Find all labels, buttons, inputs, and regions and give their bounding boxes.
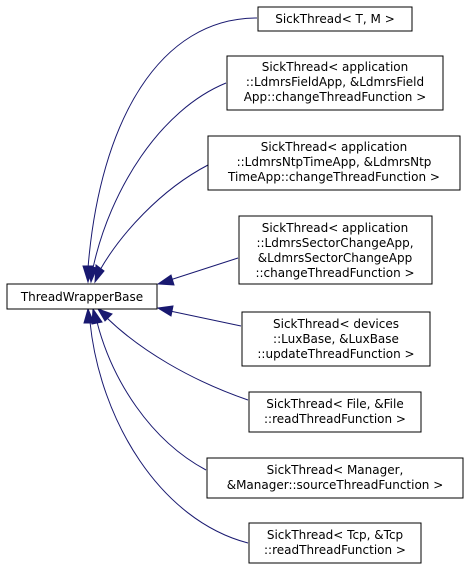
node-sickthread-lux-base[interactable]: SickThread< devices ::LuxBase, &LuxBase … bbox=[241, 311, 431, 367]
node-sickthread-t-m[interactable]: SickThread< T, M > bbox=[257, 6, 413, 32]
node-label-line: SickThread< application bbox=[262, 60, 409, 74]
node-sickthread-ldmrs-field-app[interactable]: SickThread< application ::LdmrsFieldApp,… bbox=[226, 55, 444, 111]
node-label-line: ::LdmrsSectorChangeApp, bbox=[256, 236, 413, 250]
node-label-line: SickThread< devices bbox=[273, 317, 399, 331]
node-sickthread-ldmrs-sector-change-app[interactable]: SickThread< application ::LdmrsSectorCha… bbox=[238, 215, 433, 285]
edge-derived-1-arrowhead bbox=[86, 265, 98, 284]
edge-derived-2-arrowhead bbox=[94, 264, 105, 284]
node-sickthread-file[interactable]: SickThread< File, &File ::readThreadFunc… bbox=[248, 391, 422, 433]
edge-derived-0 bbox=[87, 17, 258, 269]
node-label-line: SickThread< application bbox=[262, 221, 409, 235]
node-label-line: ::LdmrsNtpTimeApp, &LdmrsNtp bbox=[237, 155, 432, 169]
node-thread-wrapper-base[interactable]: ThreadWrapperBase bbox=[6, 283, 158, 310]
node-label: SickThread< T, M > bbox=[275, 12, 395, 26]
node-label: ThreadWrapperBase bbox=[20, 290, 143, 304]
edge-derived-3-arrowhead bbox=[156, 274, 175, 286]
edge-derived-7 bbox=[89, 321, 249, 544]
node-label-line: SickThread< Manager, bbox=[267, 463, 404, 477]
edge-derived-7-arrowhead bbox=[83, 307, 95, 324]
node-label-line: ::changeThreadFunction > bbox=[255, 266, 414, 280]
node-label-line: SickThread< Tcp, &Tcp bbox=[267, 528, 403, 542]
edge-derived-4 bbox=[169, 310, 242, 327]
node-sickthread-tcp[interactable]: SickThread< Tcp, &Tcp ::readThreadFuncti… bbox=[248, 522, 422, 564]
node-label-line: SickThread< application bbox=[261, 140, 408, 154]
node-label-line: ::updateThreadFunction > bbox=[257, 347, 414, 361]
edge-derived-6-arrowhead bbox=[91, 307, 103, 325]
node-label-line: ::readThreadFunction > bbox=[264, 412, 406, 426]
node-label-line: App::changeThreadFunction > bbox=[244, 90, 427, 104]
edge-derived-6 bbox=[96, 321, 207, 471]
edges bbox=[82, 17, 258, 544]
edge-derived-2 bbox=[99, 164, 209, 271]
edge-derived-3 bbox=[169, 257, 239, 281]
edge-derived-5-arrowhead bbox=[96, 308, 113, 322]
edge-derived-1 bbox=[92, 82, 227, 269]
node-sickthread-ldmrs-ntp-time-app[interactable]: SickThread< application ::LdmrsNtpTimeAp… bbox=[207, 135, 461, 191]
node-label-line: &Manager::sourceThreadFunction > bbox=[227, 478, 444, 492]
node-sickthread-manager[interactable]: SickThread< Manager, &Manager::sourceThr… bbox=[206, 457, 464, 499]
node-label-line: ::LdmrsFieldApp, &LdmrsField bbox=[246, 75, 424, 89]
node-label-line: SickThread< File, &File bbox=[266, 397, 403, 411]
edge-derived-5 bbox=[106, 317, 249, 401]
node-label-line: ::LuxBase, &LuxBase bbox=[273, 332, 399, 346]
node-label-line: &LdmrsSectorChangeApp bbox=[258, 251, 413, 265]
node-label-line: ::readThreadFunction > bbox=[264, 543, 406, 557]
node-label-line: TimeApp::changeThreadFunction > bbox=[227, 170, 440, 184]
edge-derived-4-arrowhead bbox=[156, 305, 174, 317]
